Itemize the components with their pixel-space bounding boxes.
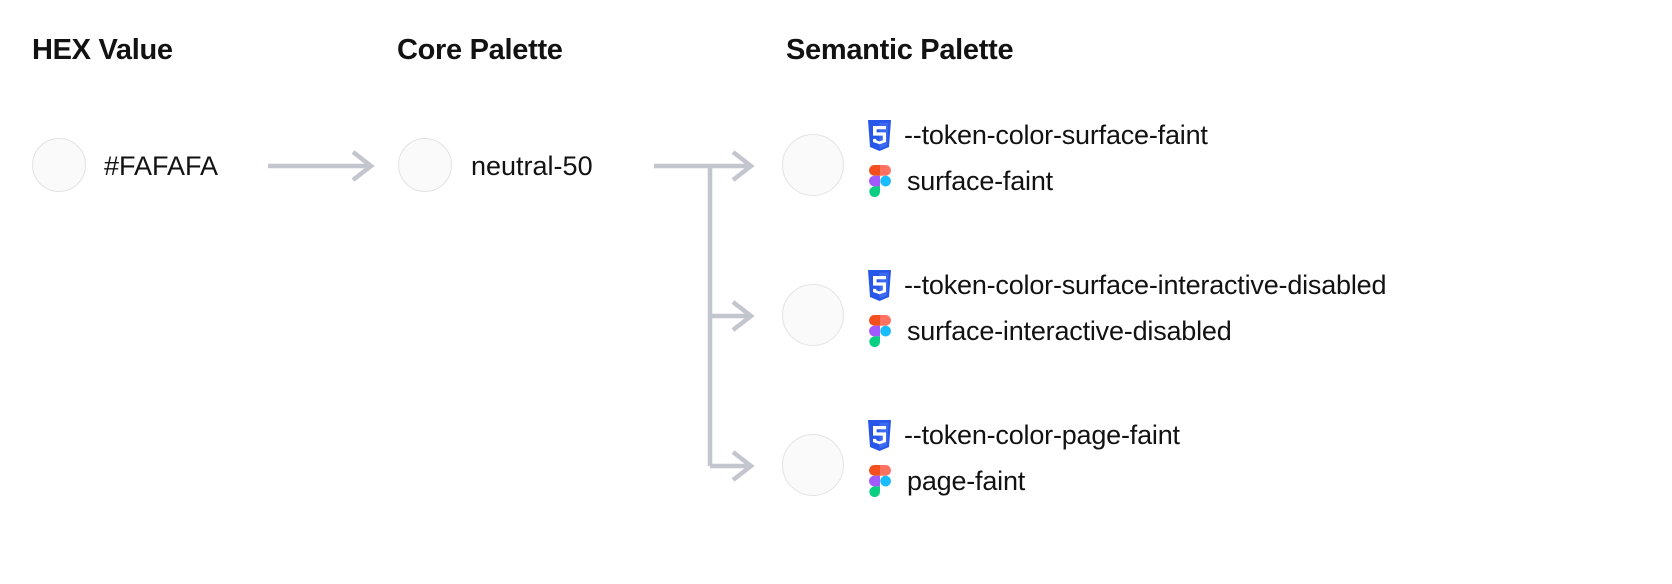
core-palette-label: neutral-50 [471,151,593,181]
column-header-hex-value: HEX Value [32,34,173,66]
figma-token-line-2: page-faint [866,458,1180,504]
branch-arrowhead-2 [731,450,755,482]
css3-icon [868,269,891,301]
css-token-line-0: --token-color-surface-faint [866,112,1208,158]
arrow-hex-to-core-head [351,150,375,182]
css-token-line-1: --token-color-surface-interactive-disabl… [866,262,1386,308]
figma-icon [869,165,891,197]
swatch-core-palette [398,138,452,192]
figma-token-name-0: surface-faint [907,165,1053,196]
column-header-semantic-palette: Semantic Palette [786,34,1014,66]
figma-icon [869,315,891,347]
figma-token-line-1: surface-interactive-disabled [866,308,1386,354]
semantic-token-group-1: --token-color-surface-interactive-disabl… [866,262,1386,354]
figma-token-line-0: surface-faint [866,158,1208,204]
css-token-name-0: --token-color-surface-faint [904,119,1208,150]
css-token-name-1: --token-color-surface-interactive-disabl… [904,269,1387,300]
css3-icon [868,419,891,451]
figma-icon [869,465,891,497]
figma-token-name-1: surface-interactive-disabled [907,315,1232,346]
css-token-name-2: --token-color-page-faint [904,419,1180,450]
figma-token-name-2: page-faint [907,465,1026,496]
swatch-semantic-0 [782,134,844,196]
swatch-hex-value [32,138,86,192]
css3-icon [868,119,891,151]
branch-arrowhead-0 [731,150,755,182]
hex-value-label: #FAFAFA [104,151,219,181]
css-token-line-2: --token-color-page-faint [866,412,1180,458]
swatch-semantic-2 [782,434,844,496]
column-header-core-palette: Core Palette [397,34,563,66]
swatch-semantic-1 [782,284,844,346]
semantic-token-group-2: --token-color-page-faint page-faint [866,412,1180,504]
semantic-token-group-0: --token-color-surface-faint surface-fain… [866,112,1208,204]
branch-arrowhead-1 [731,300,755,332]
